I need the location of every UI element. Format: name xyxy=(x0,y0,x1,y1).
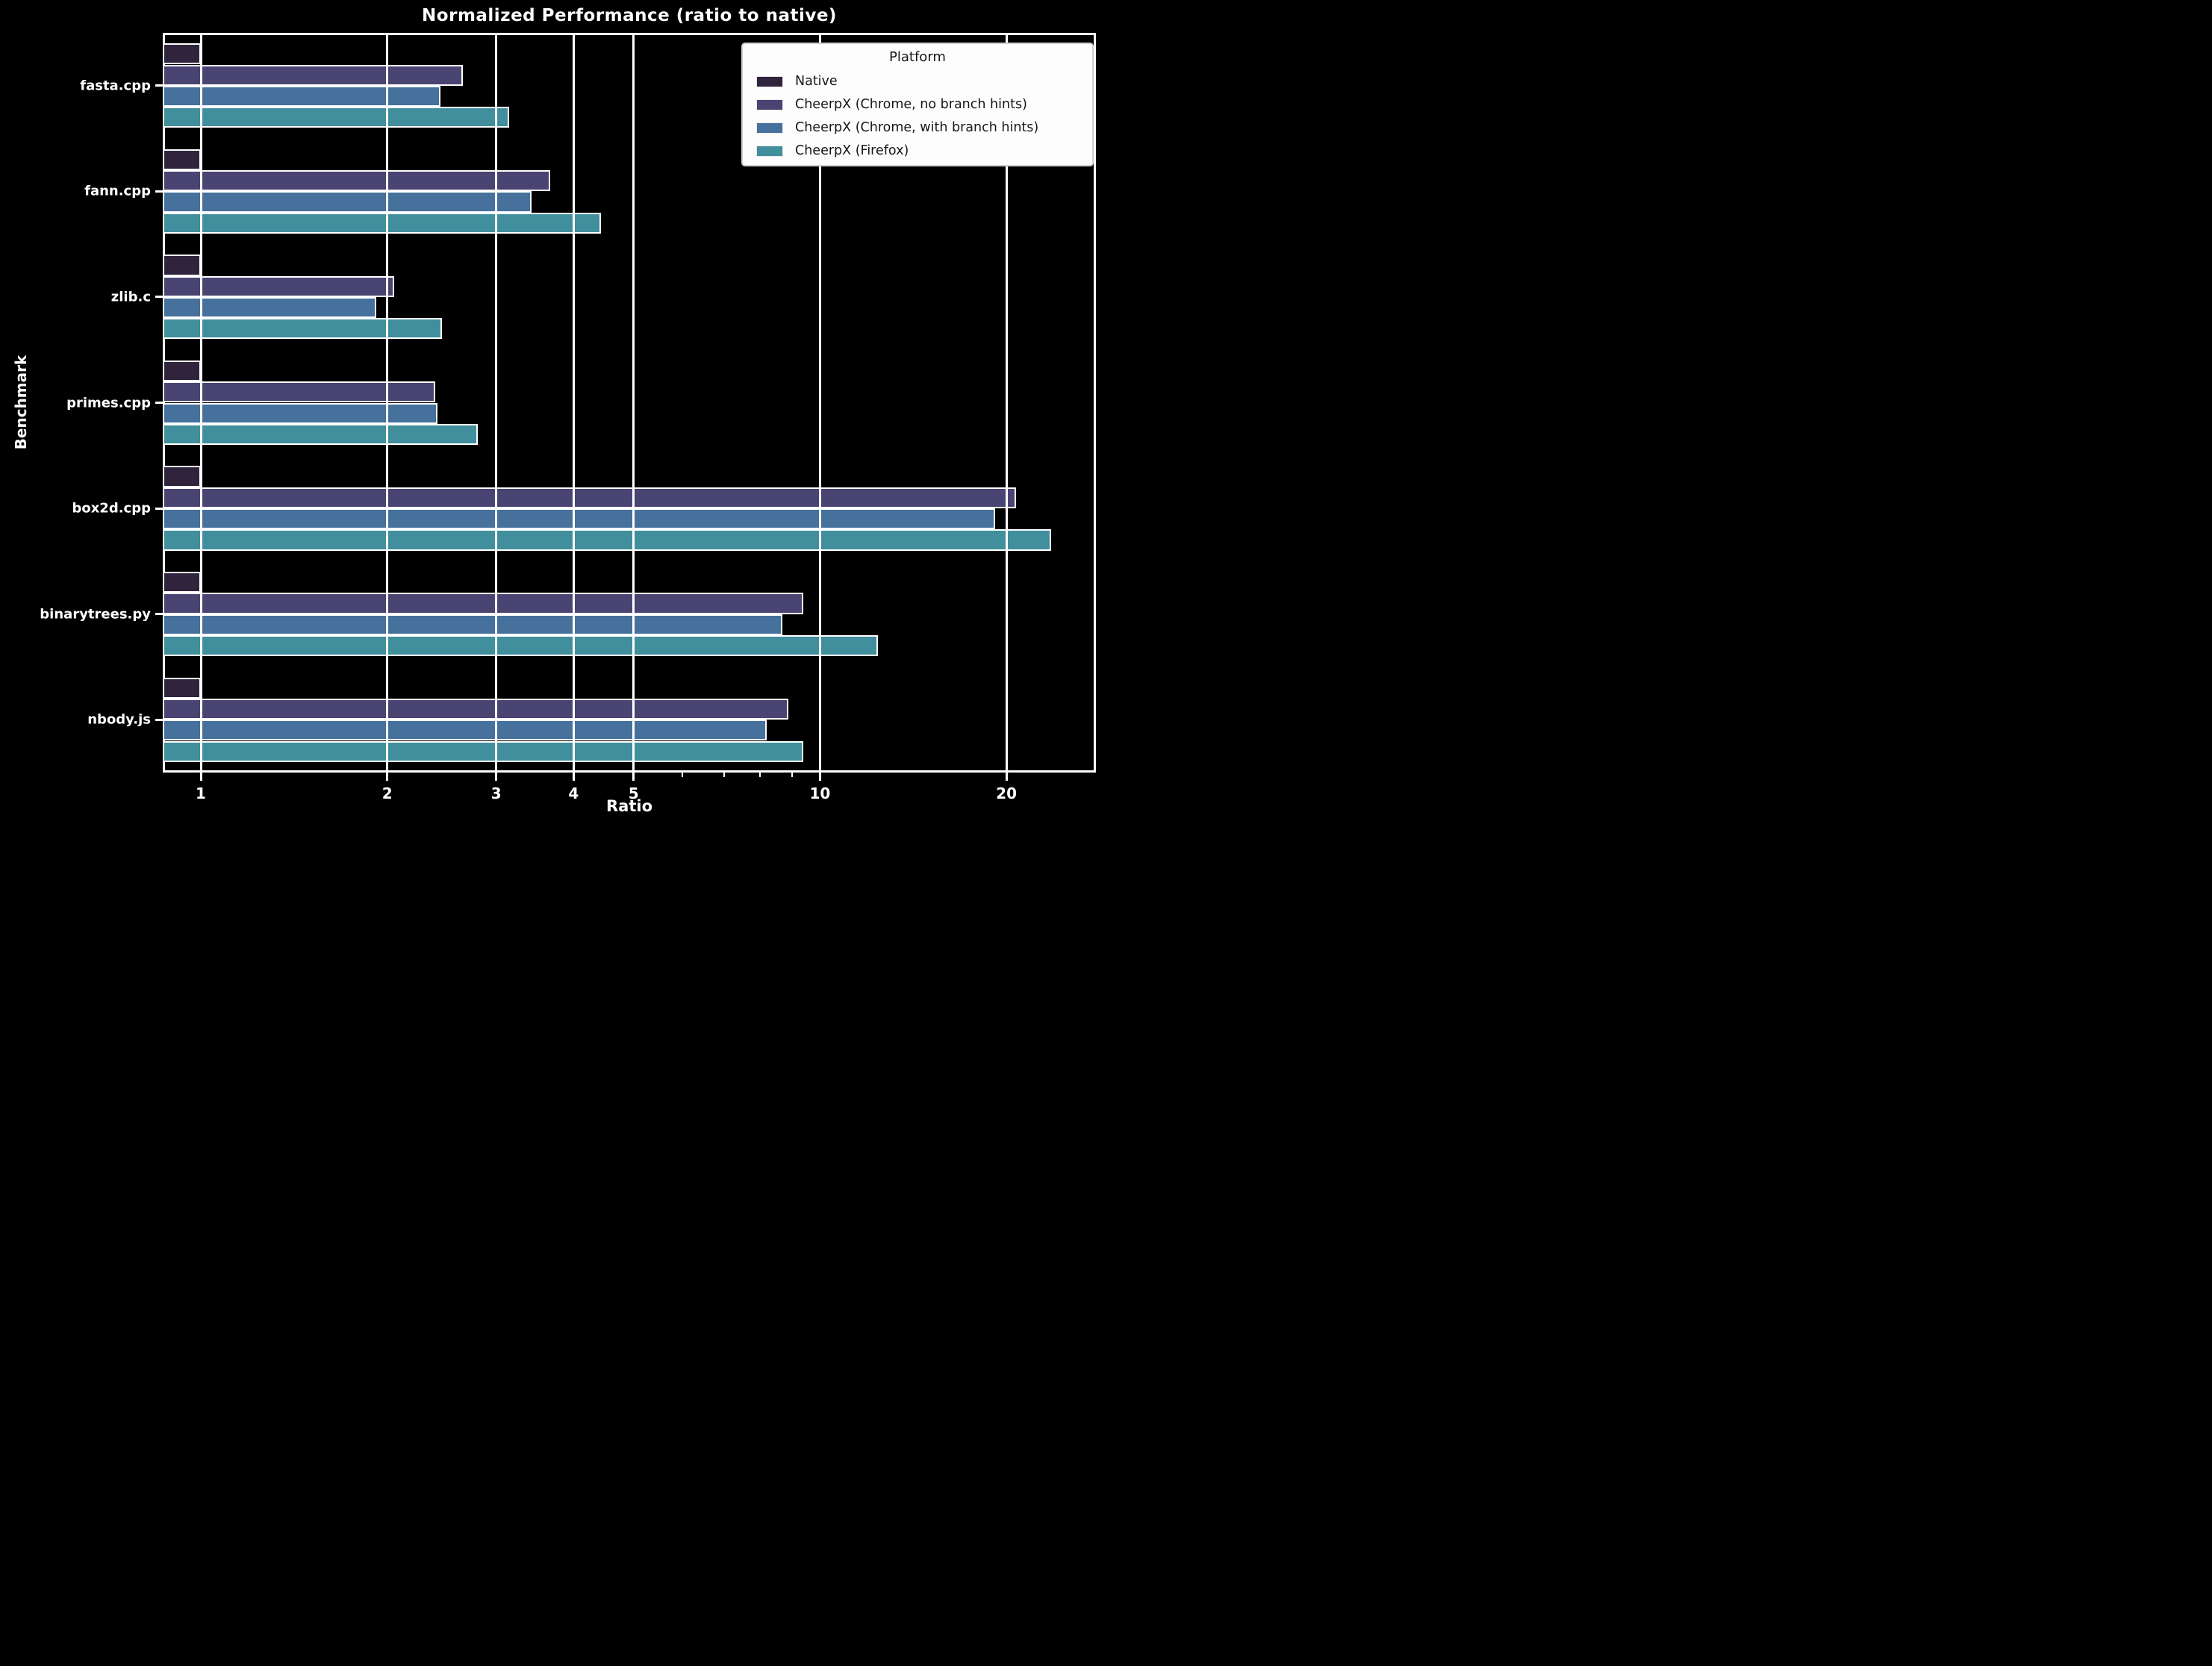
y-axis-label: Benchmark xyxy=(12,355,30,450)
y-tick-primes.cpp xyxy=(155,402,163,404)
bar-primes.cpp-1 xyxy=(163,381,435,403)
x-axis-label: Ratio xyxy=(605,797,652,815)
legend-label-2: CheerpX (Chrome, with branch hints) xyxy=(795,120,1039,135)
legend-swatch-1 xyxy=(756,99,783,110)
x-tick-4 xyxy=(572,773,575,781)
legend-label-3: CheerpX (Firefox) xyxy=(795,143,909,158)
y-tick-label-zlib.c: zlib.c xyxy=(110,289,151,305)
y-tick-zlib.c xyxy=(155,296,163,299)
y-tick-binarytrees.py xyxy=(155,613,163,616)
x-tick-label-4: 4 xyxy=(568,784,579,802)
bar-box2d.cpp-1 xyxy=(163,487,1016,509)
gridline-x-10 xyxy=(818,33,821,773)
x-tick-2 xyxy=(386,773,389,781)
bar-binarytrees.py-1 xyxy=(163,593,804,614)
x-tick-label-3: 3 xyxy=(490,784,502,802)
x-tick-label-2: 2 xyxy=(381,784,393,802)
bar-zlib.c-2 xyxy=(163,296,376,319)
bar-nbody.js-0 xyxy=(163,677,201,699)
chart-figure: Normalized Performance (ratio to native)… xyxy=(0,0,1106,833)
bar-binarytrees.py-0 xyxy=(163,572,201,593)
bar-fann.cpp-1 xyxy=(163,170,551,192)
y-tick-label-primes.cpp: primes.cpp xyxy=(66,395,151,411)
bar-box2d.cpp-2 xyxy=(163,508,996,530)
gridline-x-5 xyxy=(632,33,635,773)
bar-nbody.js-3 xyxy=(163,740,804,762)
x-tick-label-1: 1 xyxy=(196,784,206,802)
y-tick-fann.cpp xyxy=(155,190,163,193)
x-tick-minor-8 xyxy=(759,773,761,777)
bar-fann.cpp-0 xyxy=(163,149,201,170)
y-tick-label-nbody.js: nbody.js xyxy=(87,711,151,728)
bar-box2d.cpp-3 xyxy=(163,529,1051,551)
x-tick-20 xyxy=(1005,773,1008,781)
bar-binarytrees.py-2 xyxy=(163,614,783,635)
x-tick-minor-6 xyxy=(682,773,684,777)
x-tick-3 xyxy=(495,773,498,781)
x-tick-1 xyxy=(199,773,202,781)
bar-box2d.cpp-0 xyxy=(163,466,201,487)
legend-label-1: CheerpX (Chrome, no branch hints) xyxy=(795,97,1027,112)
legend-swatch-3 xyxy=(756,146,783,157)
legend-label-0: Native xyxy=(795,74,838,89)
legend-title: Platform xyxy=(889,49,946,65)
bar-fasta.cpp-0 xyxy=(163,43,201,65)
x-tick-minor-9 xyxy=(791,773,793,777)
x-tick-label-20: 20 xyxy=(996,784,1018,802)
gridline-x-1 xyxy=(199,33,202,773)
bar-primes.cpp-0 xyxy=(163,360,201,382)
y-tick-label-fasta.cpp: fasta.cpp xyxy=(80,78,151,94)
bar-zlib.c-1 xyxy=(163,275,394,297)
bar-fasta.cpp-2 xyxy=(163,85,441,107)
x-tick-5 xyxy=(632,773,635,781)
x-tick-label-10: 10 xyxy=(809,784,831,802)
x-tick-minor-7 xyxy=(723,773,725,777)
gridline-x-20 xyxy=(1005,33,1008,773)
bar-primes.cpp-2 xyxy=(163,402,437,424)
y-tick-fasta.cpp xyxy=(155,84,163,87)
bar-primes.cpp-3 xyxy=(163,423,478,446)
bar-fasta.cpp-3 xyxy=(163,107,510,128)
legend-swatch-0 xyxy=(756,76,783,87)
gridline-x-2 xyxy=(386,33,389,773)
bar-zlib.c-3 xyxy=(163,318,442,340)
bar-nbody.js-1 xyxy=(163,698,789,720)
bar-zlib.c-0 xyxy=(163,255,201,276)
bar-fann.cpp-2 xyxy=(163,191,532,213)
bar-binarytrees.py-3 xyxy=(163,635,878,657)
y-tick-label-fann.cpp: fann.cpp xyxy=(84,183,151,199)
chart-title: Normalized Performance (ratio to native) xyxy=(422,6,837,25)
bar-fann.cpp-3 xyxy=(163,212,602,234)
y-tick-label-box2d.cpp: box2d.cpp xyxy=(72,500,151,517)
y-tick-box2d.cpp xyxy=(155,507,163,510)
y-tick-nbody.js xyxy=(155,718,163,721)
legend-swatch-2 xyxy=(756,122,783,134)
x-tick-label-5: 5 xyxy=(628,784,639,802)
gridline-x-3 xyxy=(495,33,498,773)
bar-fasta.cpp-1 xyxy=(163,64,463,86)
x-tick-10 xyxy=(818,773,821,781)
gridline-x-4 xyxy=(572,33,575,773)
bar-nbody.js-2 xyxy=(163,720,767,741)
y-tick-label-binarytrees.py: binarytrees.py xyxy=(40,606,151,623)
